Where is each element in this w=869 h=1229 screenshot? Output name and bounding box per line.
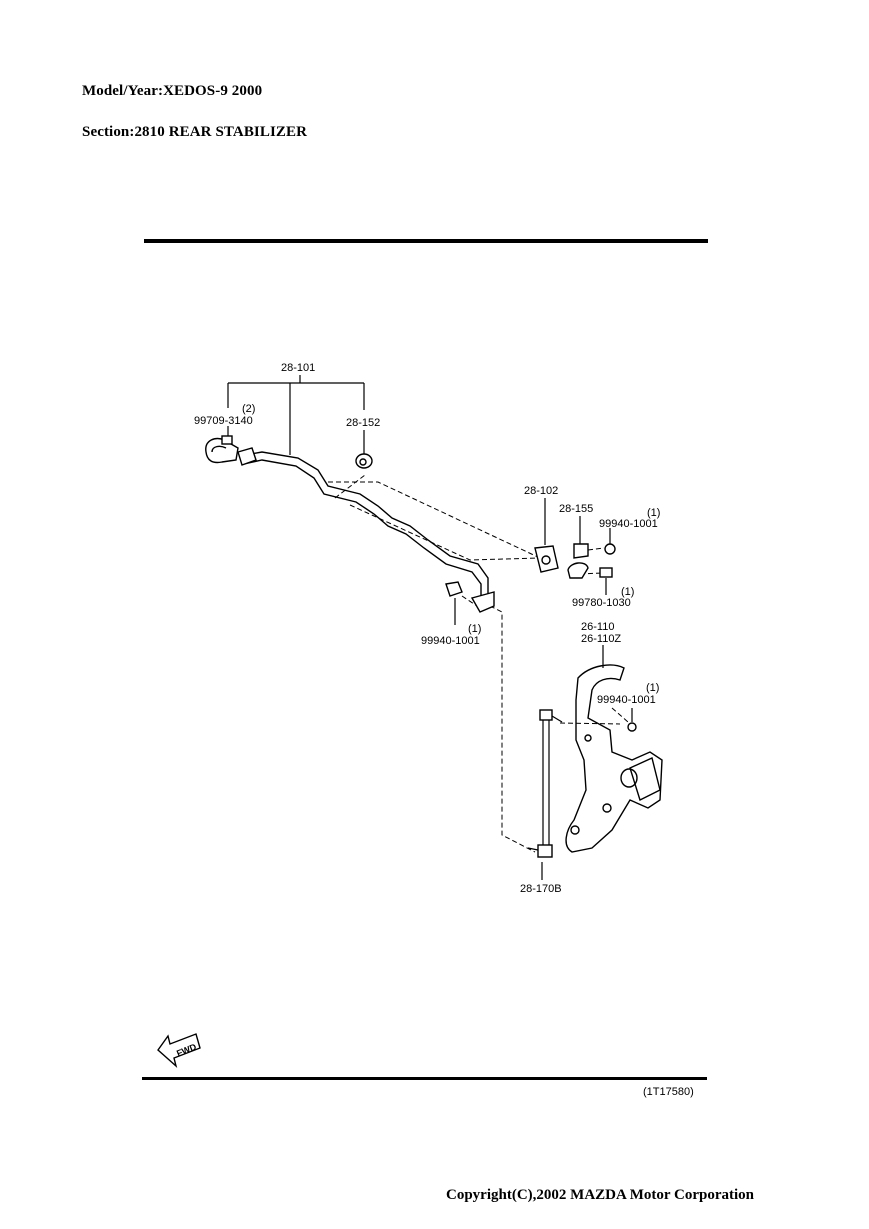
bushing-28-102 [534, 545, 559, 573]
label-q1-b: (1) [621, 586, 634, 598]
label-q1-c: (1) [468, 623, 481, 635]
label-28-101: 28-101 [281, 362, 315, 374]
knuckle [565, 664, 663, 853]
bottom-rule [142, 1077, 707, 1080]
bracket-clamp [205, 435, 239, 464]
label-99940-1001-c: 99940-1001 [597, 694, 656, 706]
label-28-102: 28-102 [524, 485, 558, 497]
label-q2: (2) [242, 403, 255, 415]
label-26-110z: 26-110Z [581, 633, 621, 645]
top-rule [144, 239, 708, 243]
label-28-155: 28-155 [559, 503, 593, 515]
copyright-footer: Copyright(C),2002 MAZDA Motor Corporatio… [446, 1187, 755, 1203]
bushing-28-152 [355, 453, 373, 469]
leader-lines [227, 375, 633, 880]
label-28-152: 28-152 [346, 417, 380, 429]
label-26-110: 26-110 [581, 621, 614, 633]
label-28-170b: 28-170B [520, 883, 562, 895]
clamp-28-155 [567, 543, 616, 579]
label-99940-1001-a: 99940-1001 [599, 518, 658, 530]
assembly-dashes [328, 474, 629, 853]
section-heading: Section:2810 REAR STABILIZER [82, 124, 308, 140]
label-99780-1030: 99780-1030 [572, 597, 631, 609]
figure-id: (1T17580) [643, 1086, 694, 1098]
label-99940-1001-b: 99940-1001 [421, 635, 480, 647]
label-99709-3140: 99709-3140 [194, 415, 253, 427]
fwd-arrow-icon: FWD [157, 1033, 201, 1069]
model-year-heading: Model/Year:XEDOS-9 2000 [82, 83, 263, 99]
stabilizer-link [527, 709, 563, 858]
label-q1-d: (1) [646, 682, 659, 694]
nut-bar-end [445, 581, 463, 597]
label-q1-a: (1) [647, 507, 660, 519]
stabilizer-bar [237, 447, 495, 613]
